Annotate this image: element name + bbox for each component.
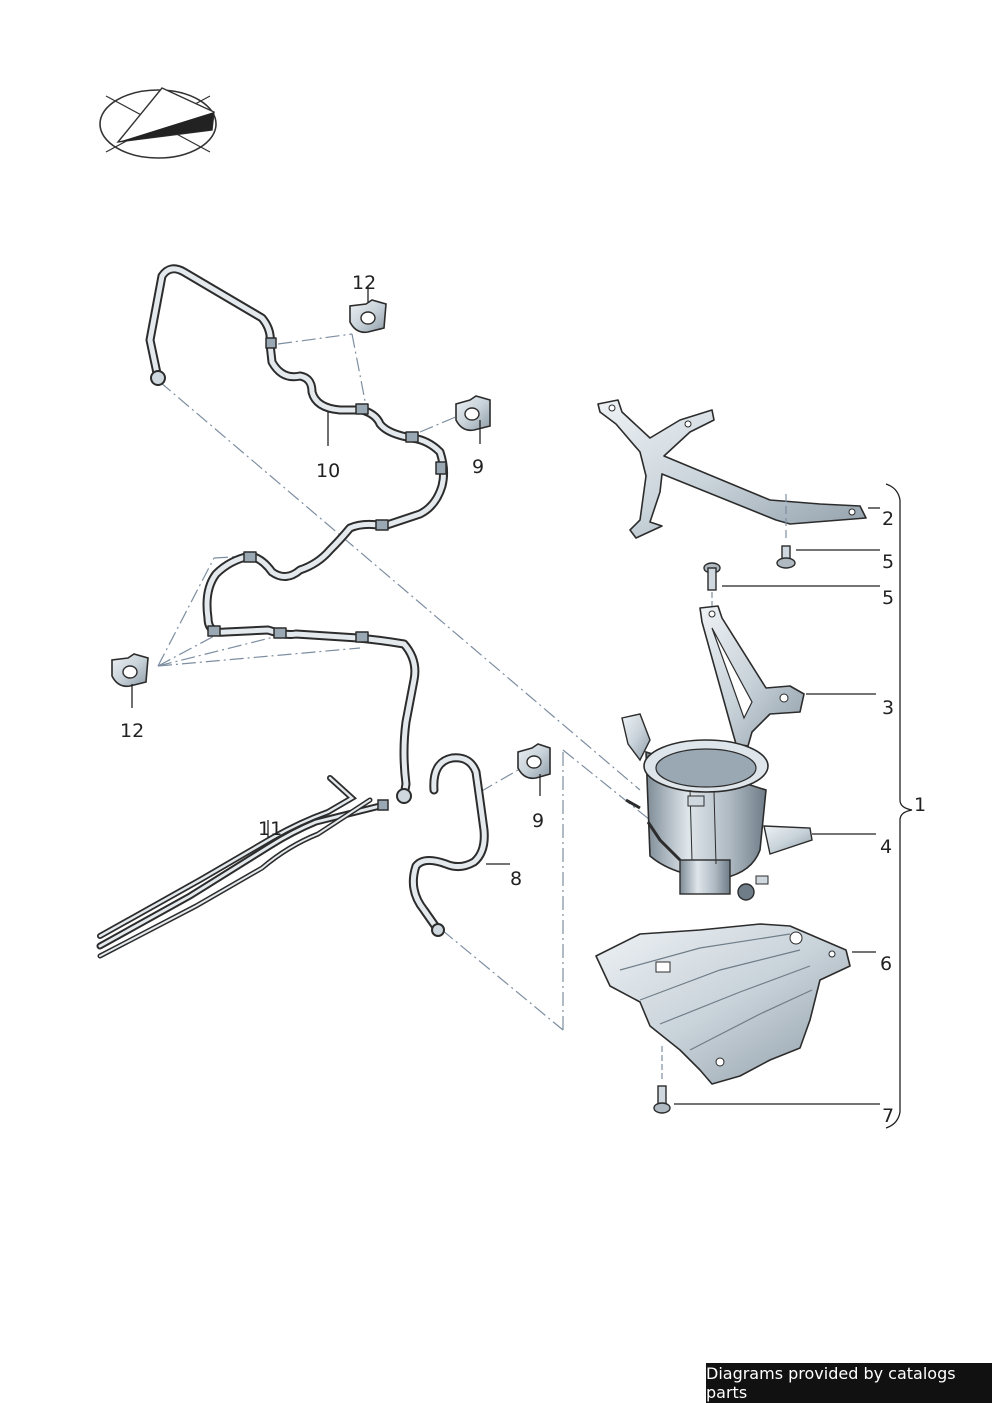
callout-12-lower: 12 [120,720,145,742]
callout-5-upper: 5 [882,551,895,573]
compass-arrow-icon [99,87,217,159]
callout-10: 10 [316,460,341,482]
bracket-3 [699,605,805,747]
callout-4: 4 [880,836,893,858]
callout-5-lower: 5 [882,587,895,609]
callout-12-upper: 12 [352,272,377,294]
callout-9-upper: 9 [472,456,485,478]
bolt-5-lower [703,562,721,612]
heat-shield-6 [595,923,851,1085]
bracket-2 [597,399,867,539]
fuel-hose-10 [145,264,449,804]
callout-9-lower: 9 [532,810,545,832]
callout-11: 11 [258,818,283,840]
callout-3: 3 [882,697,895,719]
clip-12-lower [111,653,149,688]
callout-6: 6 [880,953,893,975]
bolt-5-upper [776,494,796,569]
clip-9-lower [517,743,551,780]
callout-2: 2 [882,508,895,530]
credit-banner: Diagrams provided by catalogs parts [706,1363,992,1403]
fuel-hose-8 [408,753,489,937]
callout-7: 7 [882,1105,895,1127]
clip-9-upper [455,395,491,432]
fuel-lines-11 [96,775,389,959]
callout-8: 8 [510,868,523,890]
canister-4 [621,713,813,901]
callout-1: 1 [914,794,927,816]
bolt-7 [653,1046,671,1114]
clip-12-upper [349,299,387,334]
leader-lines [131,286,913,1129]
